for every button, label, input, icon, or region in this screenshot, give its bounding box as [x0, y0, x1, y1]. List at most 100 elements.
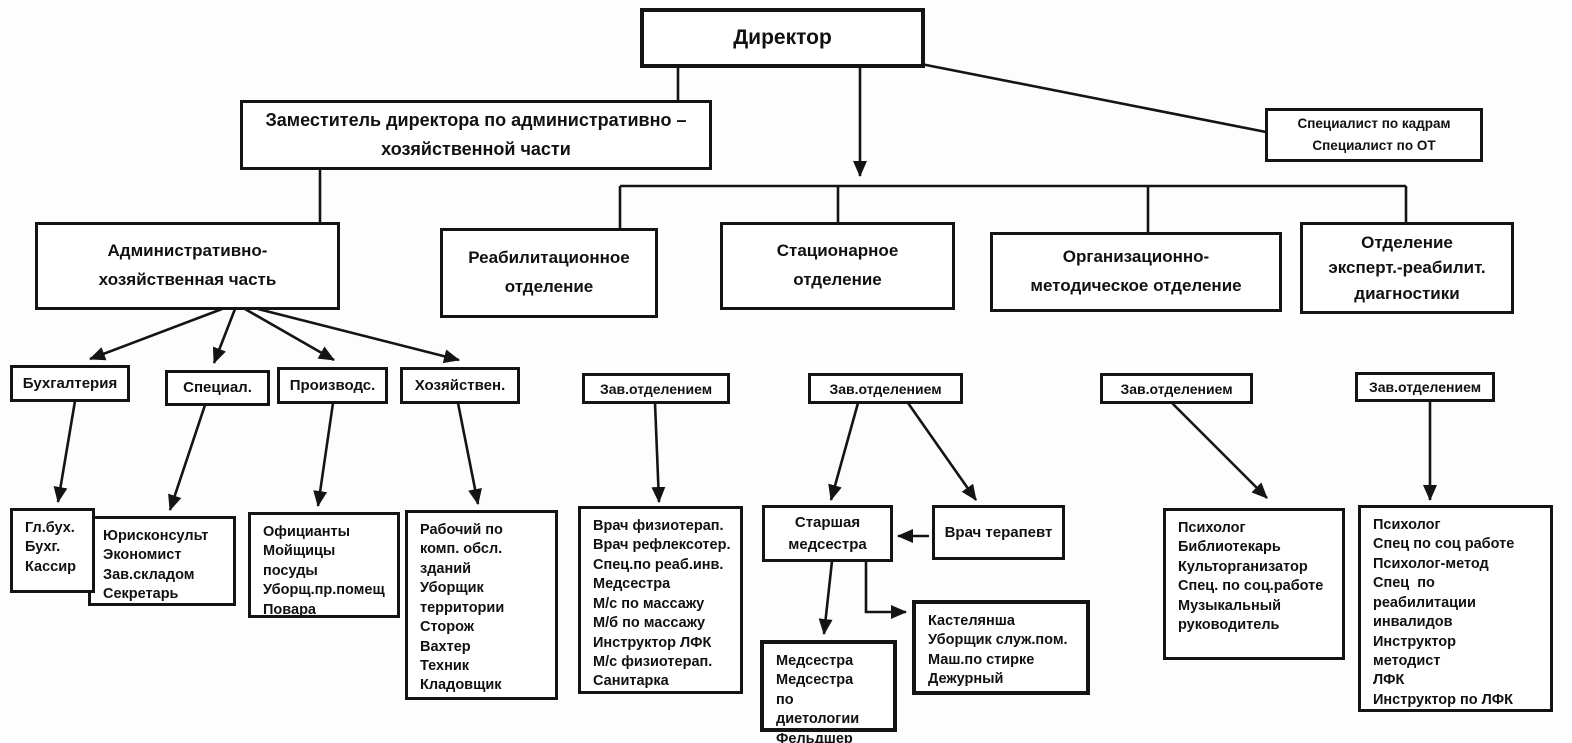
arrow-adm-production: [244, 307, 335, 362]
arrow-headorg-staff: [1171, 402, 1268, 499]
staff-line: Психолог-метод: [1373, 555, 1489, 572]
staff-line: Библиотекарь: [1178, 539, 1281, 556]
node-org-method-dept: Организационно- методическое отделение: [990, 232, 1282, 312]
staff-line: Рабочий по: [420, 522, 503, 538]
staff-line: Спец по соц работе: [1373, 536, 1515, 553]
node-head-rehab: Зав.отделением: [582, 373, 730, 404]
node-label: хозяйственная часть: [98, 270, 277, 289]
staff-line: Психолог: [1178, 520, 1246, 536]
staff-line: Зав.складом: [103, 566, 195, 583]
node-label: Административно-: [107, 241, 268, 261]
staff-line: Спец по реабилитации: [1373, 575, 1476, 611]
node-label: Стационарное: [776, 241, 899, 261]
arrow-household-staff: [456, 402, 482, 505]
staff-line: Музыкальный: [1178, 597, 1282, 614]
staff-line: Спец.по реаб.инв.: [593, 556, 724, 573]
node-label: Специал.: [183, 379, 252, 397]
staff-line: Сторож: [420, 619, 475, 636]
node-label: Директор: [733, 26, 832, 49]
staff-line: Мойщицы: [263, 543, 336, 560]
node-head-org-method: Зав.отделением: [1100, 373, 1253, 404]
staff-line: ЛФК: [1373, 672, 1405, 689]
node-label: Производс.: [289, 376, 376, 394]
node-household-staff: Рабочий по комп. обсл. зданий Уборщик те…: [405, 510, 558, 700]
staff-line: зданий: [420, 560, 472, 577]
staff-line: М/с физиотерап.: [593, 653, 713, 670]
node-director: Директор: [640, 8, 925, 68]
arrow-headnurse-housekeeping: [864, 561, 907, 619]
node-production-unit: Производс.: [277, 367, 388, 404]
node-label: Отделение: [1361, 232, 1453, 252]
staff-line: руководитель: [1178, 617, 1280, 634]
staff-line: территории: [420, 599, 505, 616]
node-household-unit: Хозяйствен.: [400, 367, 520, 404]
node-label: хозяйственной части: [381, 139, 571, 159]
staff-line: Кассир: [25, 558, 76, 575]
node-head-inpatient: Зав.отделением: [808, 373, 963, 404]
node-head-nurse: Старшая медсестра: [762, 505, 893, 562]
staff-line: диетологии: [776, 711, 860, 728]
staff-line: Медсестра по: [776, 672, 870, 708]
link-director-hr: [920, 62, 1267, 134]
arrow-production-staff: [313, 402, 335, 507]
staff-line: Гл.бух.: [25, 520, 75, 536]
node-label: Врач терапевт: [944, 523, 1053, 541]
staff-line: Кастелянша: [928, 613, 1015, 629]
staff-line: Бухг.: [25, 539, 61, 556]
staff-line: Медсестра: [593, 576, 671, 593]
staff-line: Фельдшер: [776, 730, 853, 743]
staff-line: Спец. по соц.работе: [1178, 578, 1324, 595]
staff-line: Уборщик: [420, 580, 484, 597]
node-org-method-staff: Психолог Библиотекарь Культорганизатор С…: [1163, 508, 1345, 660]
staff-line: Вахтер: [420, 638, 471, 655]
staff-line: посуды: [263, 562, 318, 579]
node-deputy-director: Заместитель директора по административно…: [240, 100, 712, 170]
staff-line: Дежурный: [928, 671, 1004, 688]
node-rehab-staff: Врач физиотерап. Врач рефлексотер. Спец.…: [578, 506, 743, 694]
arrow-adm-special: [212, 308, 237, 364]
node-label: Зав.отделением: [1120, 380, 1233, 397]
arrow-special-staff: [168, 404, 207, 511]
staff-line: Культорганизатор: [1178, 558, 1308, 575]
staff-line: Повара: [263, 601, 316, 618]
staff-line: Инструктор методист: [1373, 633, 1481, 669]
staff-line: инвалидов: [1373, 614, 1453, 631]
arrow-headinpatient-therapist: [906, 402, 978, 501]
arrow-headrehab-staff: [651, 402, 666, 503]
node-label: диагностики: [1354, 283, 1460, 303]
node-label: Реабилитационное: [468, 248, 630, 268]
staff-line: Инструктор ЛФК: [593, 634, 712, 651]
node-nurse-staff: Медсестра Медсестра по диетологии Фельдш…: [760, 640, 897, 743]
node-label: Специалист по ОТ: [1312, 138, 1436, 153]
staff-line: Официанты: [263, 524, 351, 540]
node-label: Бухгалтерия: [22, 374, 118, 392]
node-label: медсестра: [788, 535, 867, 553]
arrow-adm-household: [257, 307, 460, 364]
arrow-headinpatient-nurse: [828, 402, 860, 501]
arrow-accounting-staff: [53, 400, 77, 503]
node-expert-staff: Психолог Спец по соц работе Психолог-мет…: [1358, 505, 1553, 712]
node-label: Заместитель директора по административно…: [265, 110, 687, 131]
node-label: Хозяйствен.: [414, 376, 506, 394]
staff-line: Экономист: [103, 547, 182, 564]
node-rehab-dept: Реабилитационное отделение: [440, 228, 658, 318]
node-label: Старшая: [794, 513, 861, 531]
staff-line: Маш.по стирке: [928, 651, 1035, 668]
node-expert-diagnostics-dept: Отделение эксперт.-реабилит. диагностики: [1300, 222, 1514, 314]
staff-line: Инструктор по ЛФК: [1373, 691, 1514, 708]
staff-line: Медсестра: [776, 653, 854, 669]
node-therapist: Врач терапевт: [932, 505, 1065, 560]
staff-line: Врач физиотерап.: [593, 518, 724, 534]
staff-line: Секретарь: [103, 586, 179, 603]
staff-line: Юрисконсульт: [103, 528, 209, 544]
node-label: Специалист по кадрам: [1297, 115, 1451, 131]
node-label: Зав.отделением: [599, 380, 713, 397]
node-label: отделение: [504, 277, 594, 296]
node-accounting-staff: Гл.бух. Бухг. Кассир: [10, 508, 95, 593]
node-label: Зав.отделением: [829, 380, 942, 397]
staff-line: Санитарка: [593, 673, 669, 690]
node-admin-household-dept: Административно- хозяйственная часть: [35, 222, 340, 310]
node-inpatient-dept: Стационарное отделение: [720, 222, 955, 310]
staff-line: Врач рефлексотер.: [593, 537, 731, 554]
